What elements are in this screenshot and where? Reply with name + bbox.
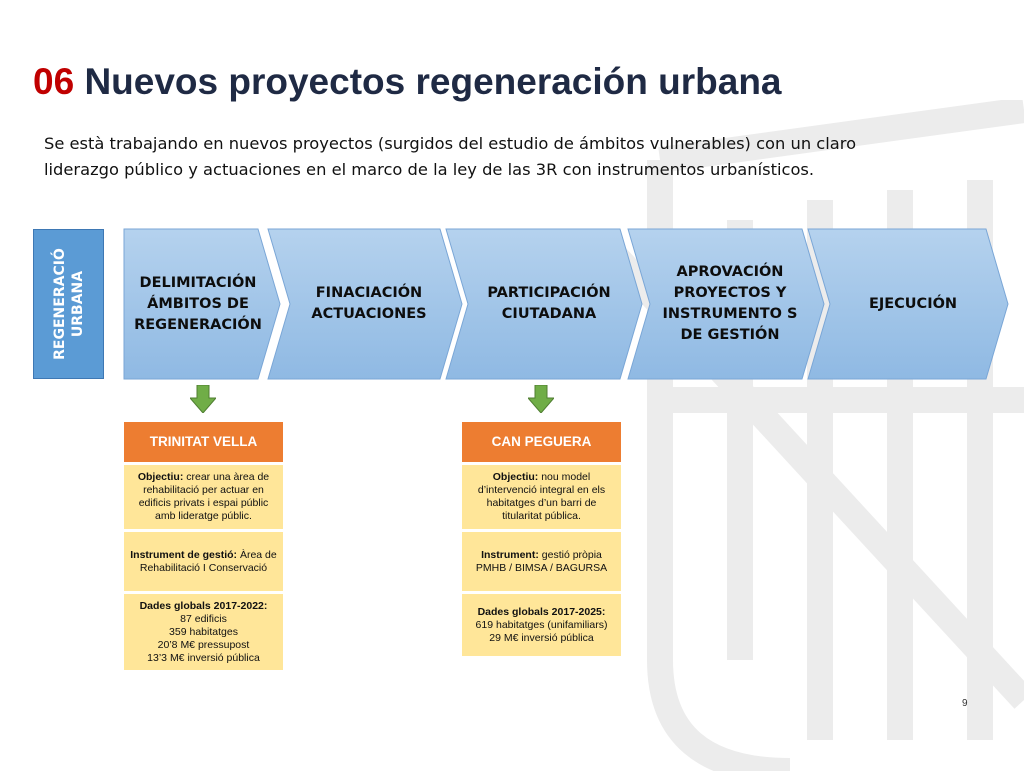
step-label-5: EJECUCIÓN (868, 295, 958, 312)
down-arrow-icon (190, 385, 216, 413)
cell-label: Objectiu: (492, 471, 539, 483)
cell-text: nou model d’intervenció integral en els … (477, 471, 606, 522)
step-label-2: FINACIACIÓN ACTUACIONES (311, 285, 427, 322)
card-title: CAN PEGUERA (462, 422, 621, 462)
page-title: 06 Nuevos proyectos regeneración urbana (33, 58, 782, 106)
data-line: 20’8 M€ pressupost (157, 638, 250, 651)
step-label-1: DELIMITACIÓN ÁMBITOS DE REGENERACIÓN (134, 274, 262, 333)
data-line: 87 edificis (180, 612, 227, 625)
title-text: Nuevos proyectos regeneración urbana (84, 61, 782, 102)
data-line: 619 habitatges (unifamiliars) (475, 618, 608, 631)
side-label-text: REGENERACIÓ URBANA (51, 248, 86, 360)
cell-label: Objectiu: (137, 471, 184, 483)
cell-label: Instrument de gestió: (130, 548, 238, 561)
data-line: 29 M€ inversió pública (489, 631, 594, 644)
card-global-data: Dades globals 2017-2022: 87 edificis 359… (124, 594, 283, 670)
data-line: 359 habitatges (169, 625, 238, 638)
cell-text: Àrea de Rehabilitació I Conservació (139, 548, 277, 574)
cell-label: Dades globals 2017-2025: (477, 605, 606, 618)
title-number: 06 (33, 61, 75, 102)
cell-text: gestió pròpia PMHB / BIMSA / BAGURSA (475, 548, 608, 574)
cell-text: crear una àrea de rehabilitació per actu… (138, 471, 270, 522)
step-label-4: APROVACIÓN PROYECTOS Y INSTRUMENTO S DE … (662, 264, 798, 343)
card-instrument: Instrument de gestió: Àrea de Rehabilita… (124, 532, 283, 591)
data-line: 13’3 M€ inversió pública (147, 651, 260, 664)
down-arrow-icon (528, 385, 554, 413)
step-label-3: PARTICIPACIÓN CIUTADANA (487, 285, 611, 322)
intro-paragraph: Se està trabajando en nuevos proyectos (… (44, 134, 857, 179)
side-label-regeneracio-urbana: REGENERACIÓ URBANA (33, 229, 104, 379)
cell-label: Dades globals 2017-2022: (139, 599, 268, 612)
cell-label: Instrument: (481, 548, 539, 561)
watermark-logo (600, 100, 1024, 771)
card-global-data: Dades globals 2017-2025: 619 habitatges … (462, 594, 621, 656)
page-number: 9 (962, 698, 968, 709)
card-title: TRINITAT VELLA (124, 422, 283, 462)
project-card-trinitat-vella: TRINITAT VELLA Objectiu: crear una àrea … (124, 422, 283, 670)
project-card-can-peguera: CAN PEGUERA Objectiu: nou model d’interv… (462, 422, 621, 656)
card-instrument: Instrument: gestió pròpia PMHB / BIMSA /… (462, 532, 621, 591)
card-objective: Objectiu: crear una àrea de rehabilitaci… (124, 465, 283, 529)
card-objective: Objectiu: nou model d’intervenció integr… (462, 465, 621, 529)
